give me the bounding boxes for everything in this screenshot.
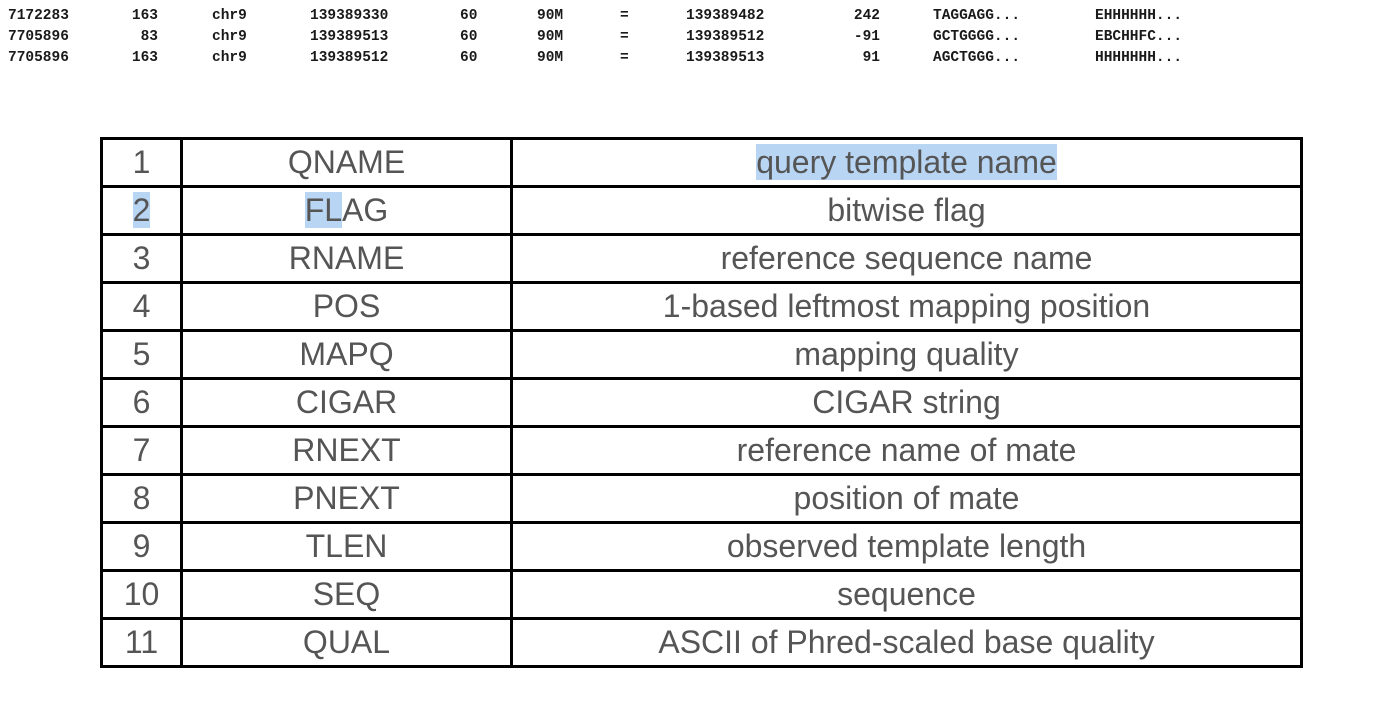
table-row: 5 MAPQ mapping quality [100,329,1303,380]
sam-qname: 7705896 [8,50,69,66]
selected-text[interactable]: query template name [756,144,1057,180]
sam-record-row: 7172283 163 chr9 139389330 60 90M = 1393… [0,6,1397,26]
sam-cigar: 90M [537,8,564,24]
field-description[interactable]: query template name [510,137,1303,188]
field-name[interactable]: FLAG [180,185,513,236]
field-number[interactable]: 2 [100,185,183,236]
sam-tlen: 91 [862,50,880,66]
field-description: mapping quality [510,329,1303,380]
selected-text[interactable]: 2 [132,192,151,228]
field-description: bitwise flag [510,185,1303,236]
field-number: 6 [100,377,183,428]
field-number: 10 [100,569,183,620]
field-description: CIGAR string [510,377,1303,428]
sam-pos: 139389513 [310,29,389,45]
sam-cigar: 90M [537,50,564,66]
table-row: 7 RNEXT reference name of mate [100,425,1303,476]
field-name: RNEXT [180,425,513,476]
sam-qual: EHHHHHH... [1095,8,1183,24]
sam-pnext: 139389482 [686,8,765,24]
table-row: 1 QNAME query template name [100,137,1303,188]
table-row: 2 FLAG bitwise flag [100,185,1303,236]
sam-pos: 139389330 [310,8,389,24]
field-number: 5 [100,329,183,380]
sam-flag: 163 [131,50,158,66]
field-description: reference name of mate [510,425,1303,476]
field-number: 1 [100,137,183,188]
selected-text[interactable]: FL [304,192,343,228]
sam-flag: 163 [131,8,158,24]
sam-seq: AGCTGGG... [933,50,1021,66]
sam-pnext: 139389512 [686,29,765,45]
sam-rnext: = [620,29,629,45]
sam-seq: GCTGGGG... [933,29,1021,45]
sam-qual: EBCHHFC... [1095,29,1183,45]
sam-pos: 139389512 [310,50,389,66]
sam-cigar: 90M [537,29,564,45]
field-number: 4 [100,281,183,332]
field-number: 3 [100,233,183,284]
field-number: 9 [100,521,183,572]
field-name: SEQ [180,569,513,620]
field-description: observed template length [510,521,1303,572]
sam-rname: chr9 [212,8,247,24]
field-description: 1-based leftmost mapping position [510,281,1303,332]
sam-fields-table: 1 QNAME query template name 2 FLAG bitwi… [100,137,1303,668]
field-name: CIGAR [180,377,513,428]
sam-record-row: 7705896 83 chr9 139389513 60 90M = 13938… [0,27,1397,47]
sam-mapq: 60 [460,29,478,45]
field-description: reference sequence name [510,233,1303,284]
sam-pnext: 139389513 [686,50,765,66]
field-name-rest: AG [342,192,389,228]
field-number: 11 [100,617,183,668]
field-name: RNAME [180,233,513,284]
sam-tlen: -91 [853,29,880,45]
sam-rnext: = [620,50,629,66]
sam-records: 7172283 163 chr9 139389330 60 90M = 1393… [0,0,1397,72]
field-number: 7 [100,425,183,476]
table-row: 11 QUAL ASCII of Phred-scaled base quali… [100,617,1303,668]
sam-mapq: 60 [460,8,478,24]
sam-qname: 7705896 [8,29,69,45]
table-row: 8 PNEXT position of mate [100,473,1303,524]
table-row: 10 SEQ sequence [100,569,1303,620]
sam-qname: 7172283 [8,8,69,24]
sam-rname: chr9 [212,50,247,66]
field-description: position of mate [510,473,1303,524]
field-name: MAPQ [180,329,513,380]
sam-tlen: 242 [853,8,880,24]
field-description: sequence [510,569,1303,620]
field-number: 8 [100,473,183,524]
sam-rnext: = [620,8,629,24]
table-row: 3 RNAME reference sequence name [100,233,1303,284]
sam-flag: 83 [140,29,158,45]
sam-record-row: 7705896 163 chr9 139389512 60 90M = 1393… [0,48,1397,68]
table-row: 9 TLEN observed template length [100,521,1303,572]
sam-seq: TAGGAGG... [933,8,1021,24]
sam-mapq: 60 [460,50,478,66]
field-name: QUAL [180,617,513,668]
field-name: POS [180,281,513,332]
table-row: 4 POS 1-based leftmost mapping position [100,281,1303,332]
field-name: PNEXT [180,473,513,524]
field-name: QNAME [180,137,513,188]
table-row: 6 CIGAR CIGAR string [100,377,1303,428]
sam-rname: chr9 [212,29,247,45]
field-description: ASCII of Phred-scaled base quality [510,617,1303,668]
field-name: TLEN [180,521,513,572]
sam-qual: HHHHHHH... [1095,50,1183,66]
